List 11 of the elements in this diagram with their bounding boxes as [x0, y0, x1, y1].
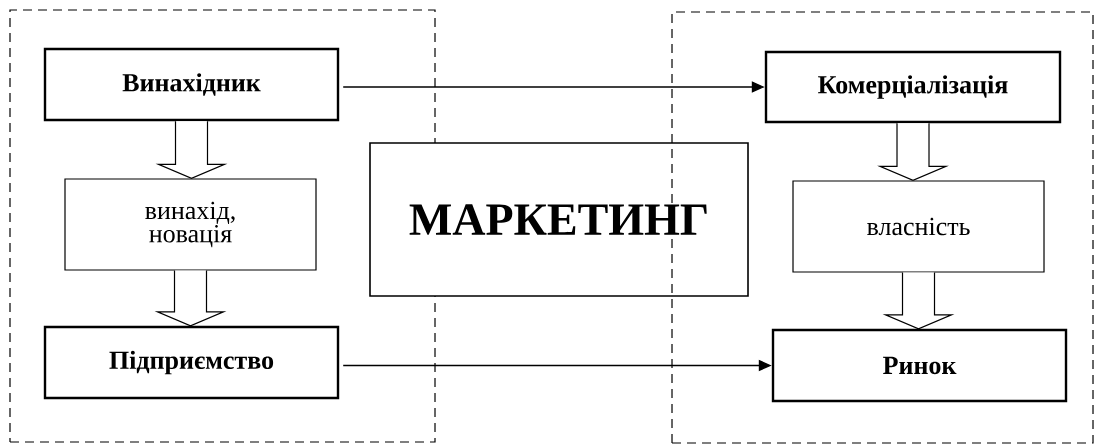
process-box: власність	[792, 180, 1045, 273]
block-arrow	[155, 120, 228, 180]
process-box: Підприємство	[43, 325, 340, 400]
process-box: Комерціалізація	[764, 50, 1062, 124]
block-arrow	[882, 272, 955, 330]
process-box: МАРКЕТИНГ	[369, 142, 749, 297]
process-box: винахід, новація	[64, 178, 317, 271]
process-box: Ринок	[771, 328, 1068, 403]
block-arrow	[877, 122, 949, 182]
block-arrow	[154, 270, 227, 327]
process-box: Винахідник	[43, 47, 340, 122]
